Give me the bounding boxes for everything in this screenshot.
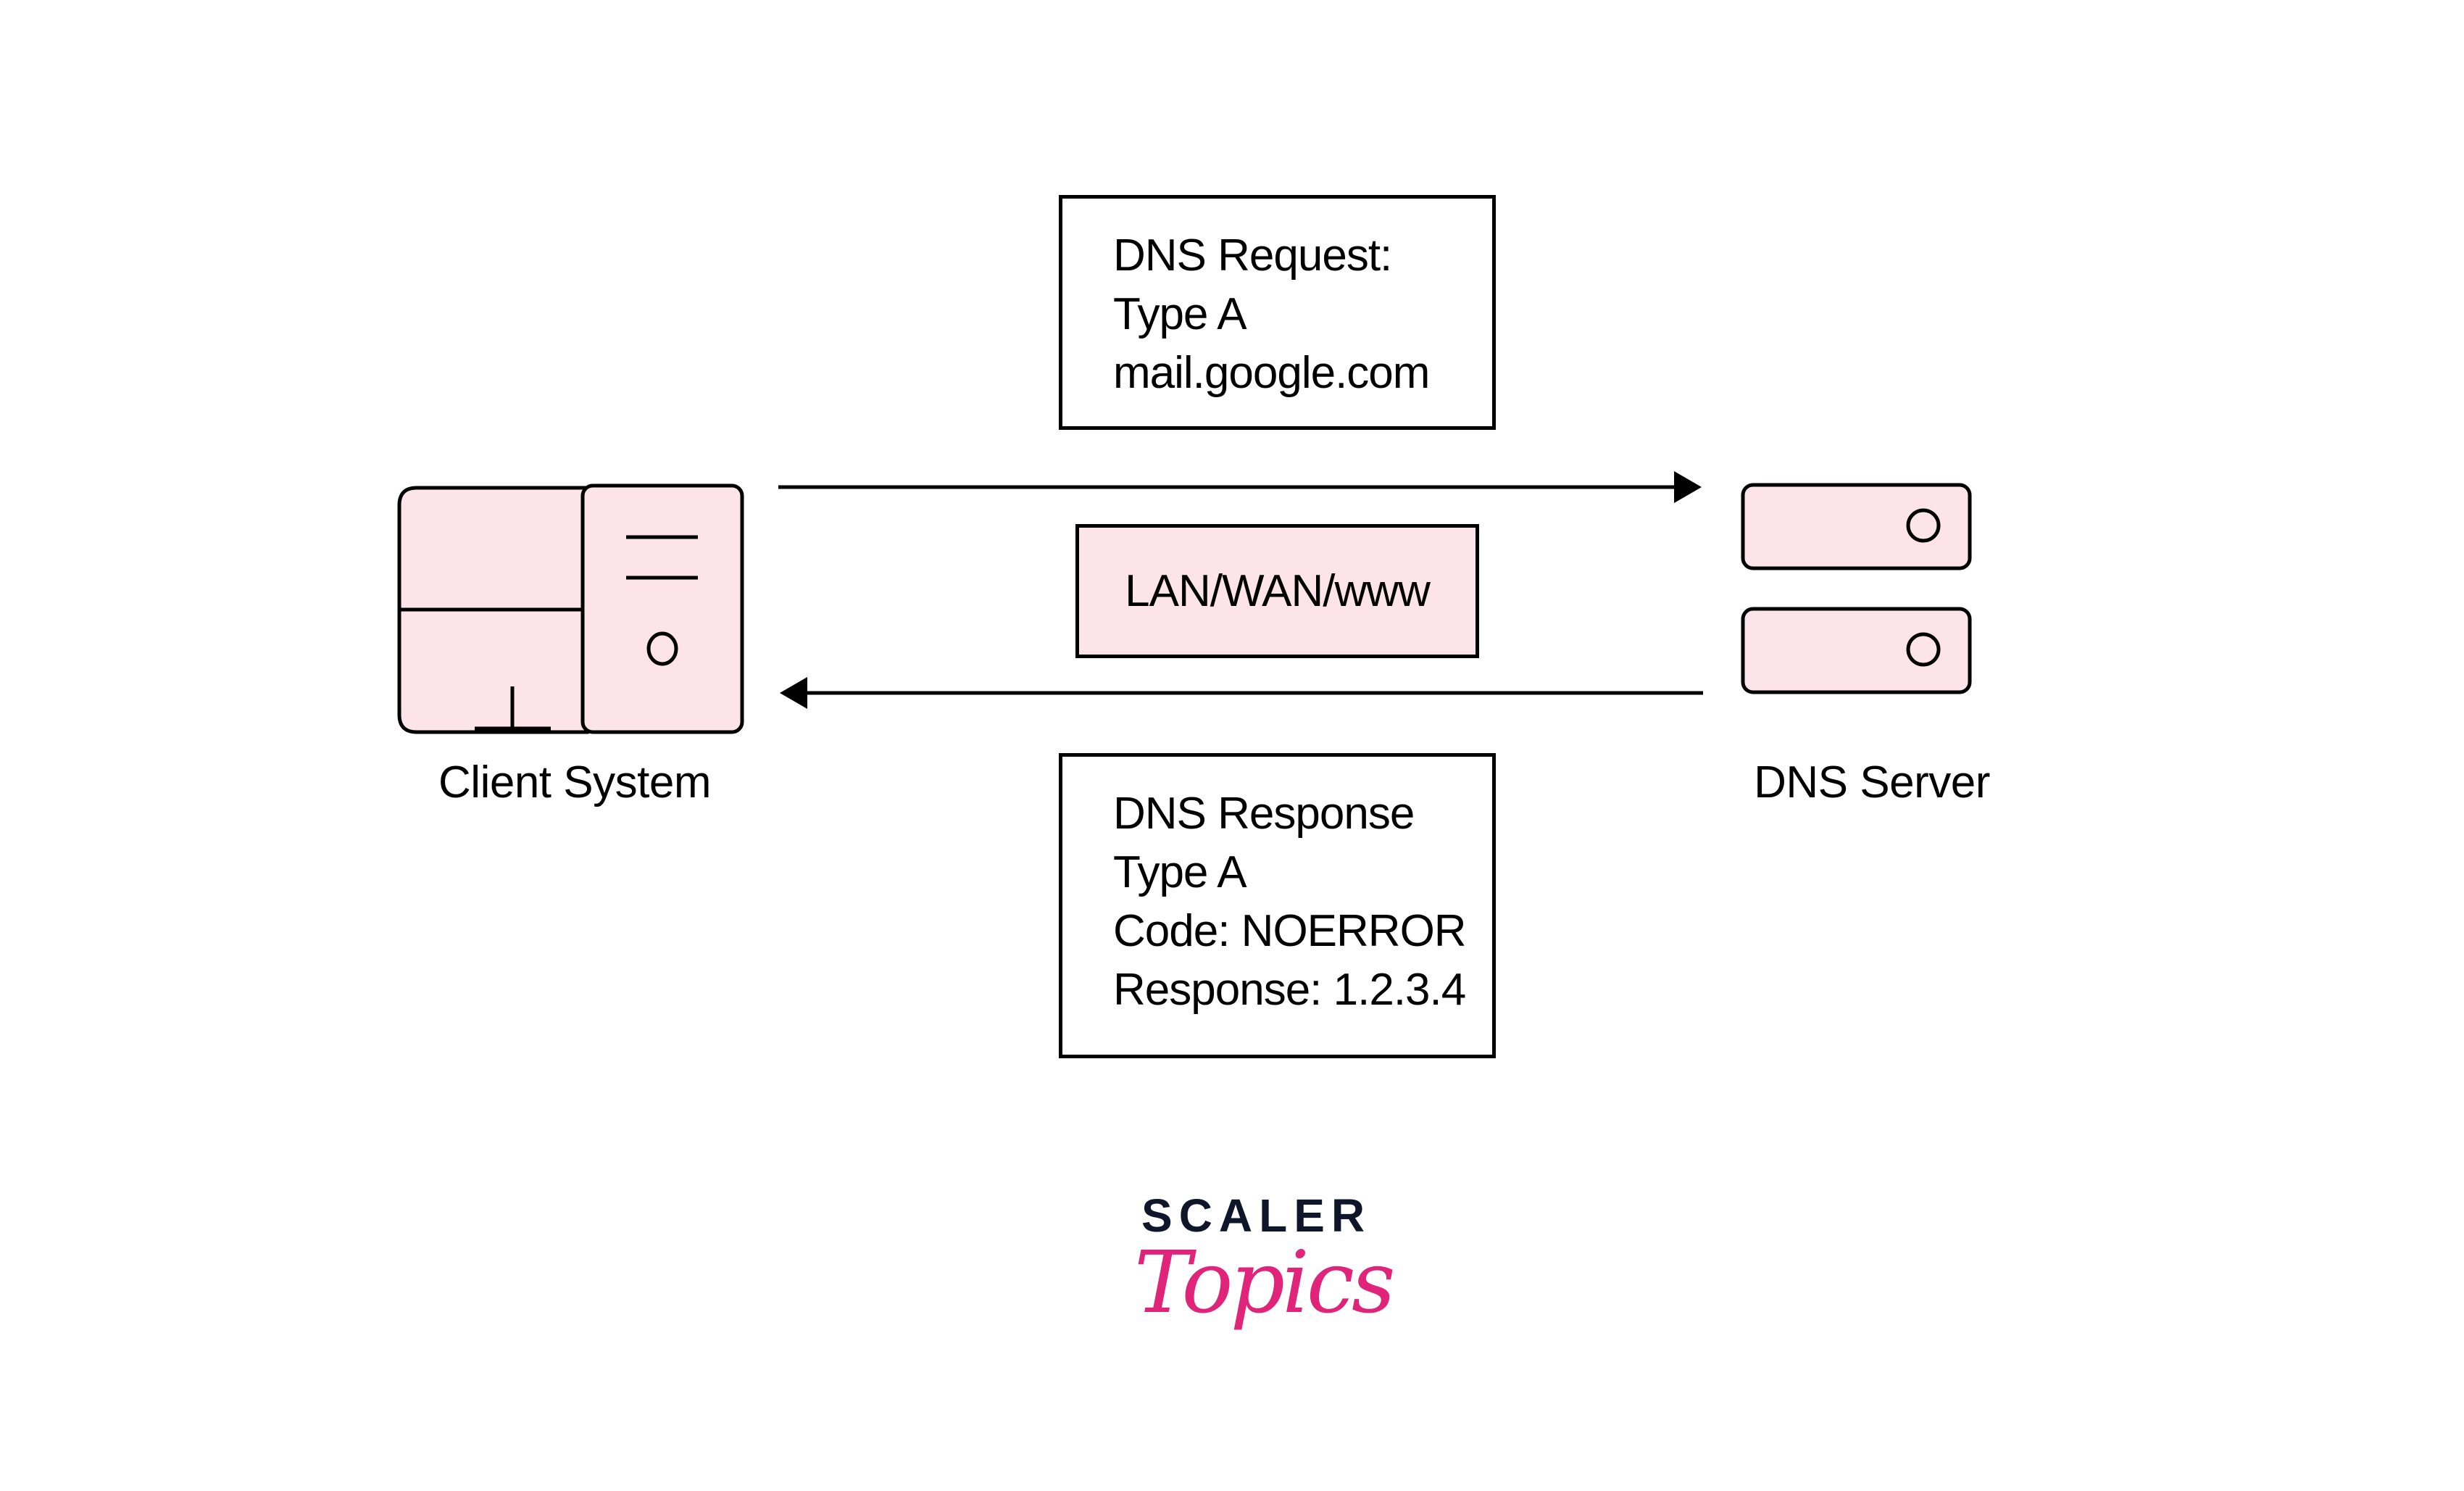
dns-request-box: DNS Request: Type A mail.google.com (1059, 195, 1496, 430)
tower-power-button (646, 631, 678, 666)
dns-request-text: DNS Request: Type A mail.google.com (1113, 226, 1430, 402)
server-unit-1-light (1906, 508, 1941, 543)
server-unit-2 (1741, 607, 1972, 694)
request-line-3: mail.google.com (1113, 348, 1430, 398)
request-line-1: DNS Request: (1113, 230, 1392, 281)
dns-response-text: DNS Response Type A Code: NOERROR Respon… (1113, 784, 1467, 1019)
dns-server-label: DNS Server (1754, 757, 1990, 807)
logo-scaler-text: SCALER (1141, 1189, 1372, 1242)
response-arrowhead-icon (780, 677, 807, 709)
response-line-1: DNS Response (1113, 789, 1415, 839)
request-arrowhead-icon (1674, 471, 1702, 503)
server-unit-2-light (1906, 632, 1941, 667)
computer-tower (580, 483, 744, 734)
server-rack-icon (1741, 483, 1972, 694)
logo-topics-text: Topics (1134, 1232, 1396, 1332)
request-line-2: Type A (1113, 289, 1247, 339)
response-line-3: Code: NOERROR (1113, 906, 1467, 956)
client-system-label: Client System (438, 757, 711, 807)
request-arrow (778, 471, 1702, 503)
network-label: LAN/WAN/www (1125, 566, 1431, 616)
dns-response-box: DNS Response Type A Code: NOERROR Respon… (1059, 753, 1496, 1058)
response-arrow (780, 677, 1703, 709)
server-unit-1 (1741, 483, 1972, 570)
response-line-2: Type A (1113, 847, 1247, 897)
network-box: LAN/WAN/www (1075, 524, 1479, 658)
scaler-topics-logo: SCALER Topics (1134, 1189, 1396, 1370)
desktop-computer-icon (397, 483, 744, 734)
response-line-4: Response: 1.2.3.4 (1113, 965, 1466, 1015)
